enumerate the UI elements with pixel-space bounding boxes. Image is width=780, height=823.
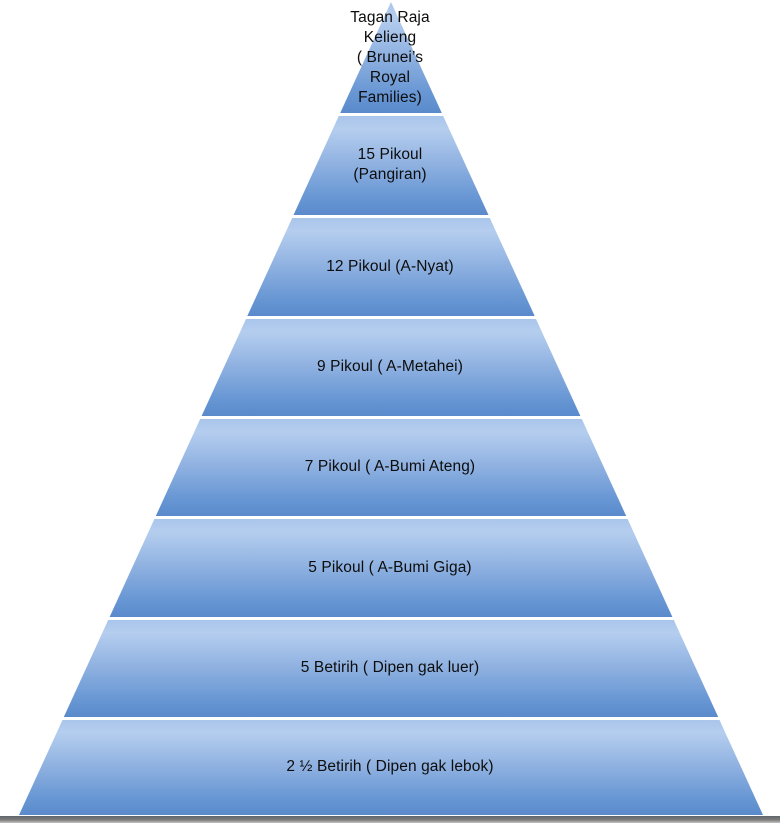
pyramid-segment-3	[247, 218, 535, 316]
pyramid-segment-5	[155, 419, 627, 516]
pyramid-segment-4	[201, 319, 581, 416]
pyramid-segment-8	[19, 720, 763, 815]
pyramid-segment-2	[293, 116, 489, 215]
pyramid-segment-1	[340, 2, 442, 113]
pyramid-segment-7	[63, 620, 719, 717]
slide-bottom-edge	[0, 816, 780, 823]
pyramid-segment-6	[109, 519, 673, 617]
